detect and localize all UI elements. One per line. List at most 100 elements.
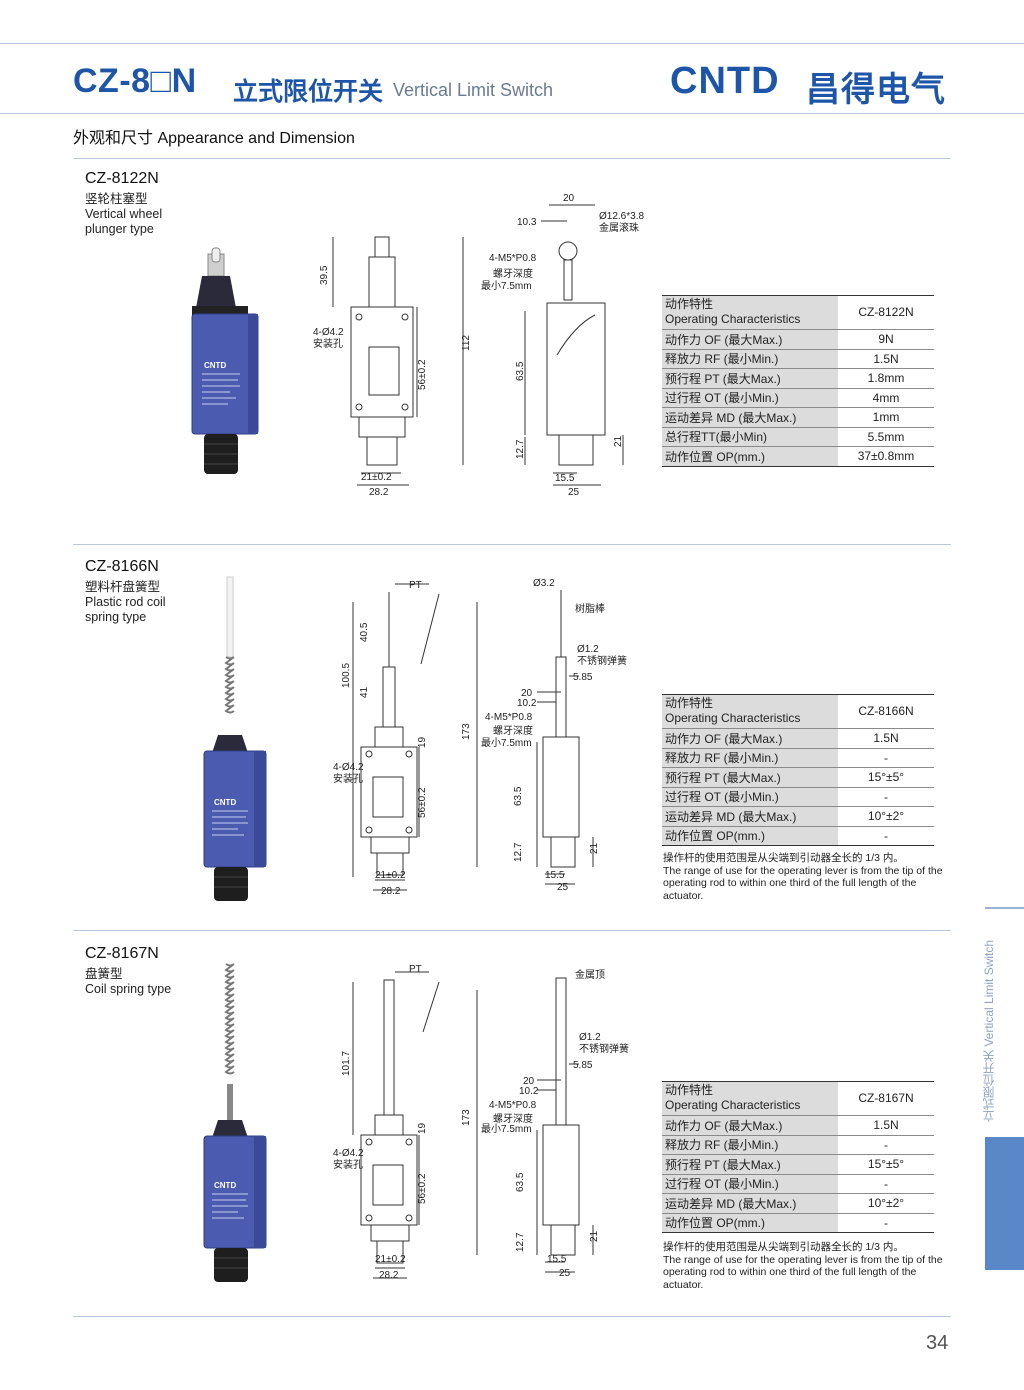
spec-value: -: [838, 787, 934, 807]
dim-s-63-5: 63.5: [515, 361, 526, 381]
dim-s-20: 20: [523, 1076, 535, 1087]
spec-label: 动作位置 OP(mm.): [662, 446, 838, 467]
dim-s-rod-cn: 树脂棒: [575, 602, 605, 615]
dim-s-spring: Ø1.2: [579, 1032, 601, 1043]
dim-f-21: 21±0.2: [375, 1254, 406, 1265]
product-divider-2: [73, 930, 951, 931]
dim-s-25: 25: [559, 1268, 571, 1279]
dim-s-21: 21: [589, 1230, 600, 1242]
page-number: 34: [926, 1332, 949, 1354]
spec-label: 运动差异 MD (最大Max.): [662, 1193, 838, 1214]
dim-s-112: 112: [461, 335, 472, 351]
product-photo-3: CNTD: [203, 963, 267, 1282]
product-type-cn-1: 竖轮柱塞型: [85, 192, 148, 206]
product-type-en-3: Coil spring type: [85, 982, 172, 996]
product-model-1: CZ-8122N: [85, 170, 159, 187]
spec-value: 1.5N: [838, 728, 934, 749]
dim-f-hole: 4-Ø4.2: [333, 762, 364, 773]
dim-s-thread-cn2: 最小7.5mm: [481, 737, 532, 749]
spec-label: 过行程 OT (最小Min.): [662, 1174, 838, 1194]
spec-label: 动作位置 OP(mm.): [662, 826, 838, 846]
dim-s-spring: Ø1.2: [577, 644, 599, 655]
spec-head-en: Operating Characteristics: [665, 711, 801, 725]
dim-s-15-5: 15.5: [547, 1254, 567, 1265]
spec-value: 4mm: [838, 388, 934, 408]
dimension-drawing-1: 39.5 4-Ø4.2 安装孔 56±0.2 21±0.2 28.2 20 10…: [313, 193, 644, 498]
photo-label-2: CNTD: [214, 798, 236, 807]
spec-value: 10°±2°: [838, 806, 934, 827]
spec-label: 动作力 OF (最大Max.): [662, 728, 838, 749]
product-photo-2: CNTD: [203, 576, 267, 901]
usage-note-en: The range of use for the operating lever…: [663, 864, 943, 902]
spec-label: 运动差异 MD (最大Max.): [662, 806, 838, 827]
spec-value: 15°±5°: [838, 1154, 934, 1175]
dim-f-41: 41: [359, 686, 370, 698]
usage-note-en: The range of use for the operating lever…: [663, 1253, 943, 1291]
dim-s-12-7: 12.7: [515, 439, 526, 459]
spec-head-model: CZ-8122N: [838, 295, 934, 330]
dim-f-101-7: 101.7: [341, 1051, 352, 1076]
side-tab-rule: [985, 907, 1024, 909]
footer-rule: [73, 1316, 951, 1317]
dim-f-56: 56±0.2: [417, 787, 428, 818]
usage-note-cn: 操作杆的使用范围是从尖端到引动器全长的 1/3 内。: [663, 1241, 904, 1253]
dim-pt: PT: [409, 964, 422, 975]
dim-f-hole: 4-Ø4.2: [313, 327, 344, 338]
dim-s-spring-cn: 不锈钢弹簧: [577, 654, 627, 667]
dim-s-21: 21: [613, 435, 624, 447]
title-cn: 立式限位开关: [233, 78, 384, 106]
spec-label: 释放力 RF (最小Min.): [662, 748, 838, 768]
usage-note-2: 操作杆的使用范围是从尖端到引动器全长的 1/3 内。 The range of …: [663, 852, 943, 902]
spec-value: -: [838, 1174, 934, 1194]
spec-value: 1.8mm: [838, 368, 934, 389]
brand-logo-cn: 昌得电气: [806, 71, 946, 109]
dim-s-tip-cn: 金属顶: [575, 968, 605, 981]
spec-value: -: [838, 1213, 934, 1233]
spec-value: 15°±5°: [838, 767, 934, 788]
product-type-en-1: Vertical wheel plunger type: [85, 207, 163, 236]
spec-head-cn: 动作特性: [665, 696, 714, 710]
spec-value: 9N: [838, 329, 934, 350]
side-tab-bar: [985, 1137, 1024, 1270]
dim-f-28: 28.2: [369, 487, 389, 498]
dim-f-hole-cn: 安装孔: [313, 337, 343, 350]
dim-s-20: 20: [563, 193, 575, 204]
section-rule: [73, 158, 951, 159]
product-type-cn-3: 盘簧型: [85, 967, 123, 981]
spec-label: 预行程 PT (最大Max.): [662, 1154, 838, 1175]
dim-s-10-2: 10.2: [517, 698, 537, 709]
dim-s-thread-cn1: 螺牙深度: [493, 267, 533, 280]
dim-f-21: 21±0.2: [361, 472, 392, 483]
dim-s-roller-cn: 金属滚珠: [599, 221, 639, 234]
spec-label: 预行程 PT (最大Max.): [662, 767, 838, 788]
spec-value: 37±0.8mm: [838, 446, 934, 467]
brand-logo-en: CNTD: [670, 60, 780, 102]
spec-label: 过行程 OT (最小Min.): [662, 388, 838, 408]
dim-s-thread-cn1: 螺牙深度: [493, 1112, 533, 1125]
dim-s-63-5: 63.5: [515, 1172, 526, 1192]
spec-label: 动作位置 OP(mm.): [662, 1213, 838, 1233]
spec-label: 释放力 RF (最小Min.): [662, 349, 838, 369]
product-model-3: CZ-8167N: [85, 945, 159, 962]
usage-note-cn: 操作杆的使用范围是从尖端到引动器全长的 1/3 内。: [663, 852, 904, 864]
top-rule: [0, 43, 1024, 44]
dim-f-100-5: 100.5: [341, 663, 352, 688]
usage-note-3: 操作杆的使用范围是从尖端到引动器全长的 1/3 内。 The range of …: [663, 1241, 943, 1291]
dim-s-rod: Ø3.2: [533, 578, 555, 589]
spec-label: 动作力 OF (最大Max.): [662, 329, 838, 350]
product-type-en-2: Plastic rod coil spring type: [85, 595, 166, 624]
spec-value: -: [838, 1135, 934, 1155]
photo-label-3: CNTD: [214, 1181, 236, 1190]
dim-s-12-7: 12.7: [513, 842, 524, 862]
dim-f-19: 19: [417, 1122, 428, 1134]
series-model: CZ-8□N: [73, 62, 197, 100]
spec-head-en: Operating Characteristics: [665, 312, 801, 326]
spec-value: 5.5mm: [838, 427, 934, 447]
spec-label: 运动差异 MD (最大Max.): [662, 407, 838, 428]
spec-value: 1mm: [838, 407, 934, 428]
dim-s-25: 25: [557, 882, 569, 893]
spec-label: 动作力 OF (最大Max.): [662, 1115, 838, 1136]
dim-s-spring-cn: 不锈钢弹簧: [579, 1042, 629, 1055]
dim-s-12-7: 12.7: [515, 1232, 526, 1252]
